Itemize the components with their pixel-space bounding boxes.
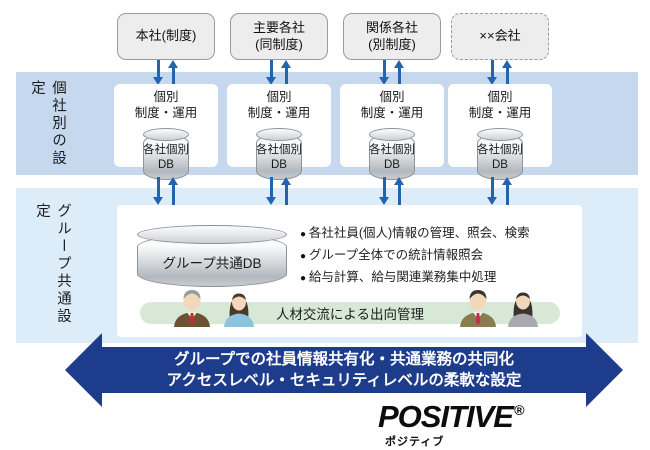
feature-item: グループ全体での統計情報照会	[300, 245, 530, 267]
group-feature-list: 各社社員(個人)情報の管理、照会、検索 グループ全体での統計情報照会 給与計算、…	[300, 223, 530, 289]
company-box-xx-company: ××会社	[451, 13, 549, 60]
up-arrow-icon	[281, 60, 291, 85]
person-woman-blue-icon	[224, 293, 254, 327]
company-db-label: 各社個別 DB	[369, 144, 415, 171]
up-arrow-icon	[168, 60, 178, 85]
banner-double-arrow: グループでの社員情報共有化・共通業務の共同化 アクセスレベル・セキュリティレベル…	[65, 333, 623, 407]
company-box-major-companies: 主要各社 (同制度)	[230, 13, 328, 60]
policy-label: 個別 制度・運用	[468, 90, 532, 121]
registered-mark: ®	[513, 402, 525, 418]
up-arrow-icon	[168, 177, 178, 205]
company-db-label: 各社個別 DB	[143, 144, 189, 171]
person-senior-man-icon	[174, 290, 210, 327]
company-db-label: 各社個別 DB	[477, 144, 523, 171]
company-db-cylinder: 各社個別 DB	[143, 128, 189, 180]
cylinder-top	[137, 225, 287, 244]
down-arrow-icon	[379, 177, 389, 205]
cylinder-body	[143, 134, 189, 180]
policy-label: 個別 制度・運用	[247, 90, 311, 121]
down-arrow-icon	[153, 177, 163, 205]
company-db-cylinder: 各社個別 DB	[256, 128, 302, 180]
person-woman-gray-icon	[508, 292, 538, 327]
banner-line-2: アクセスレベル・セキュリティレベルの柔軟な設定	[166, 372, 522, 389]
up-arrow-icon	[394, 177, 404, 205]
cylinder-body	[477, 134, 523, 180]
company-box-headquarters: 本社(制度)	[117, 13, 215, 60]
up-arrow-icon	[502, 60, 512, 85]
down-arrow-icon	[379, 60, 389, 85]
down-arrow-icon	[153, 60, 163, 85]
group-db-label: グループ共通DB	[162, 256, 262, 271]
company-db-cylinder: 各社個別 DB	[477, 128, 523, 180]
company-db-cylinder: 各社個別 DB	[369, 128, 415, 180]
policy-label: 個別 制度・運用	[360, 90, 424, 121]
cylinder-body	[256, 134, 302, 180]
logo-wordmark: POSITIVE	[378, 399, 514, 434]
down-arrow-icon	[487, 177, 497, 205]
positive-logo: POSITIVE® ポジティブ	[378, 399, 525, 449]
cylinder-top	[256, 128, 302, 141]
feature-item: 各社社員(個人)情報の管理、照会、検索	[300, 223, 530, 245]
down-arrow-icon	[266, 60, 276, 85]
cylinder-top	[369, 128, 415, 141]
individual-settings-side-label: 個社別の設定	[29, 80, 66, 168]
up-arrow-icon	[502, 177, 512, 205]
cylinder-top	[477, 128, 523, 141]
up-arrow-icon	[281, 177, 291, 205]
person-man-olive-suit-icon	[460, 290, 496, 327]
down-arrow-icon	[266, 177, 276, 205]
policy-label: 個別 制度・運用	[134, 90, 198, 121]
company-db-label: 各社個別 DB	[256, 144, 302, 171]
cylinder-top	[143, 128, 189, 141]
down-arrow-icon	[487, 60, 497, 85]
group-settings-side-label: グループ共通設定	[34, 203, 71, 326]
group-db-cylinder: グループ共通DB	[137, 225, 287, 287]
company-box-related-companies: 関係各社 (別制度)	[343, 13, 441, 60]
cylinder-body	[369, 134, 415, 180]
feature-item: 給与計算、給与関連業務集中処理	[300, 267, 530, 289]
logo-kana: ポジティブ	[385, 436, 445, 448]
up-arrow-icon	[394, 60, 404, 85]
banner-line-1: グループでの社員情報共有化・共通業務の共同化	[173, 351, 515, 368]
